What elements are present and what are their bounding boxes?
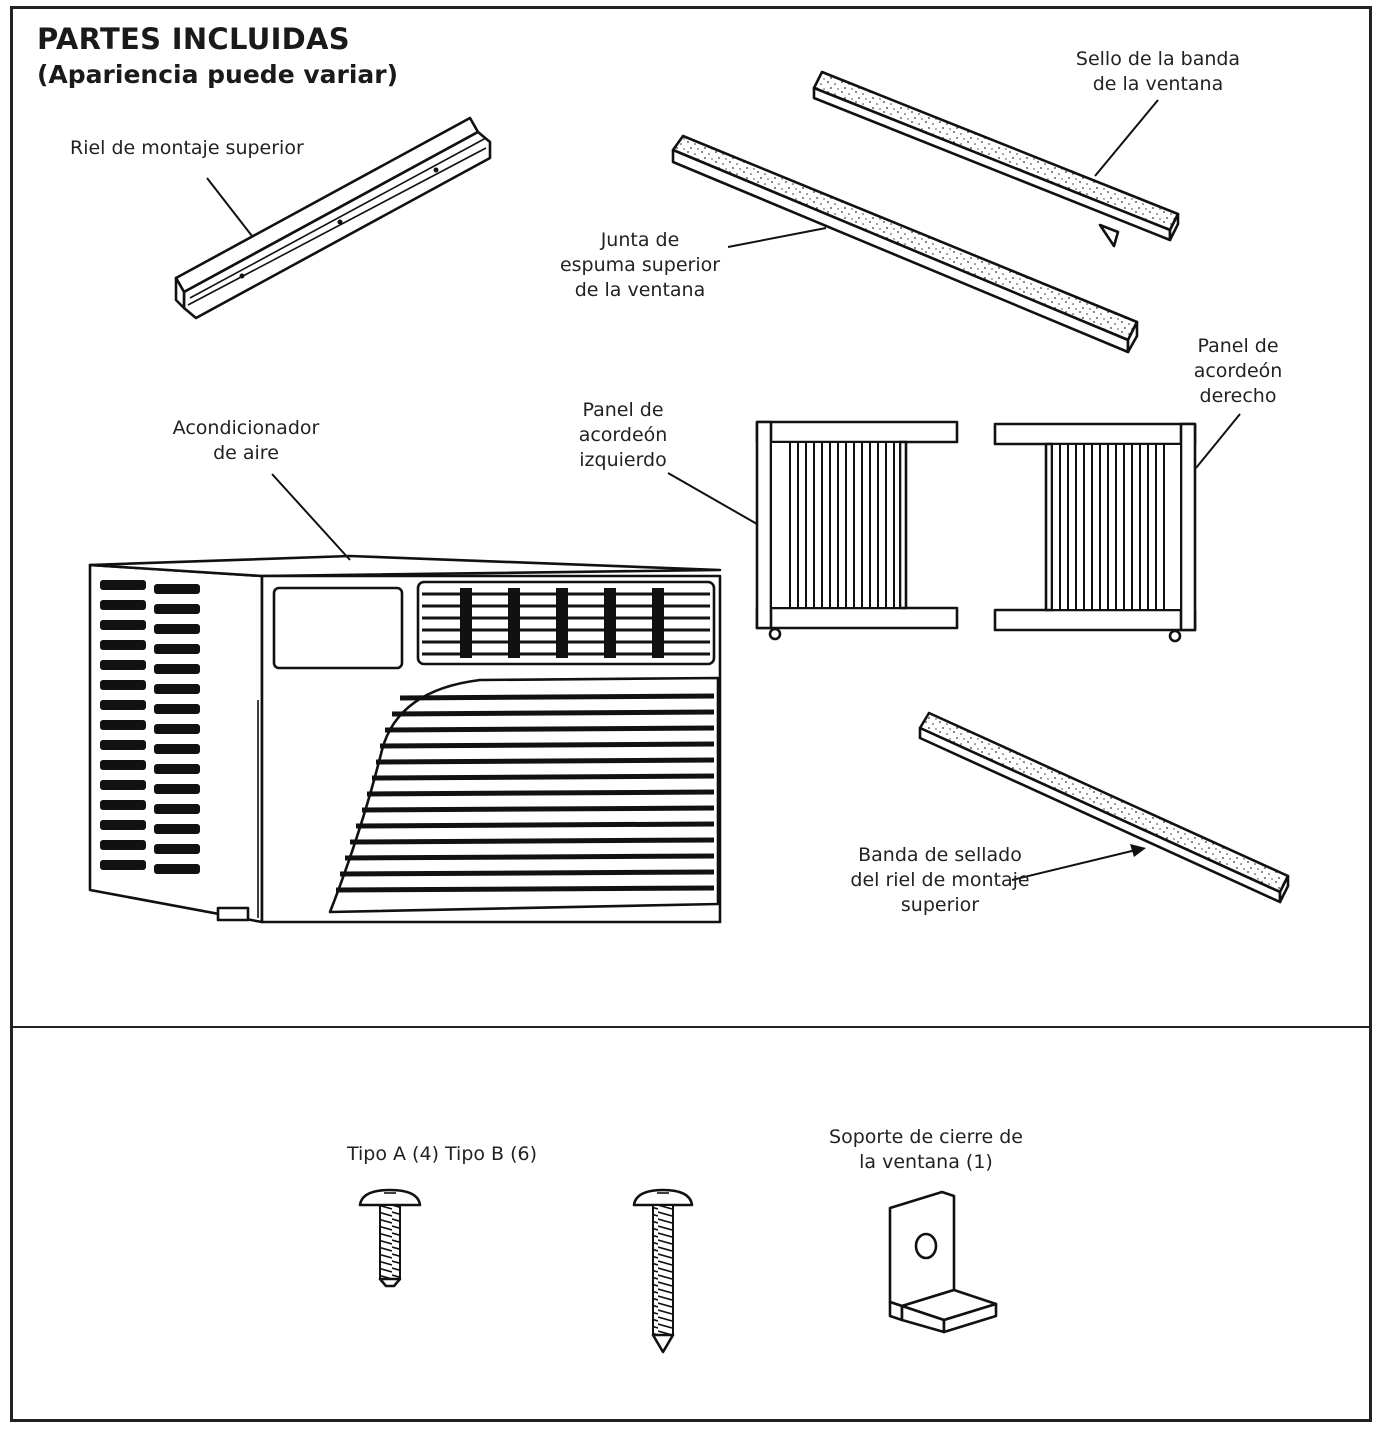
- label-sash-seal: Sello de la banda de la ventana: [1058, 47, 1258, 97]
- label-line: acordeón: [1193, 360, 1283, 382]
- sash-seal-leader: [1094, 99, 1159, 177]
- air-conditioner-unit: [88, 554, 722, 924]
- label-line: de la ventana: [574, 279, 706, 301]
- label-air-conditioner: Acondicionador de aire: [146, 416, 346, 466]
- label-line: del riel de montaje: [850, 869, 1030, 891]
- label-line: superior: [900, 894, 980, 916]
- diagram-frame: [10, 6, 1372, 1422]
- top-rail-seal-strip: [918, 711, 1290, 904]
- label-line: derecho: [1199, 385, 1277, 407]
- page-title: PARTES INCLUIDAS: [37, 22, 350, 56]
- left-panel-leader: [667, 472, 758, 525]
- label-line: Sello de la banda: [1075, 48, 1241, 70]
- rail-seal-leader: [1011, 844, 1146, 881]
- label-line: de la ventana: [1092, 73, 1224, 95]
- label-line: Junta de: [600, 229, 680, 251]
- foam-gasket-leader: [727, 227, 827, 248]
- right-accordion-panel: [993, 422, 1197, 643]
- right-panel-leader: [1195, 413, 1241, 469]
- left-accordion-panel: [755, 420, 959, 641]
- window-sash-seal: [812, 70, 1180, 248]
- page-subtitle: (Apariencia puede variar): [37, 60, 399, 89]
- label-line: la ventana (1): [859, 1151, 993, 1173]
- label-line: izquierdo: [579, 449, 667, 471]
- screw-type-a-icon: [358, 1188, 422, 1288]
- label-right-accordion-panel: Panel de acordeón derecho: [1168, 334, 1308, 409]
- label-window-lock-bracket: Soporte de cierre de la ventana (1): [816, 1125, 1036, 1175]
- label-rail-seal-strip: Banda de sellado del riel de montaje sup…: [830, 843, 1050, 918]
- label-line: Panel de: [1197, 335, 1279, 357]
- air-conditioner-leader: [271, 473, 351, 561]
- label-line: Acondicionador: [172, 417, 320, 439]
- section-divider: [10, 1026, 1372, 1028]
- screw-type-b-icon: [632, 1188, 694, 1354]
- label-screws: Tipo A (4) Tipo B (6): [347, 1143, 538, 1165]
- label-line: Soporte de cierre de: [829, 1126, 1023, 1148]
- label-top-mounting-rail: Riel de montaje superior: [70, 137, 304, 159]
- window-lock-bracket-icon: [888, 1190, 998, 1334]
- label-foam-gasket: Junta de espuma superior de la ventana: [540, 228, 740, 303]
- label-line: espuma superior: [559, 254, 721, 276]
- label-line: Banda de sellado: [858, 844, 1022, 866]
- top-window-foam-gasket: [671, 134, 1139, 354]
- label-left-accordion-panel: Panel de acordeón izquierdo: [548, 398, 698, 473]
- top-mounting-rail: [174, 116, 492, 320]
- label-line: de aire: [213, 442, 279, 464]
- top-rail-leader: [206, 177, 253, 237]
- label-line: Panel de: [582, 399, 664, 421]
- label-line: acordeón: [578, 424, 668, 446]
